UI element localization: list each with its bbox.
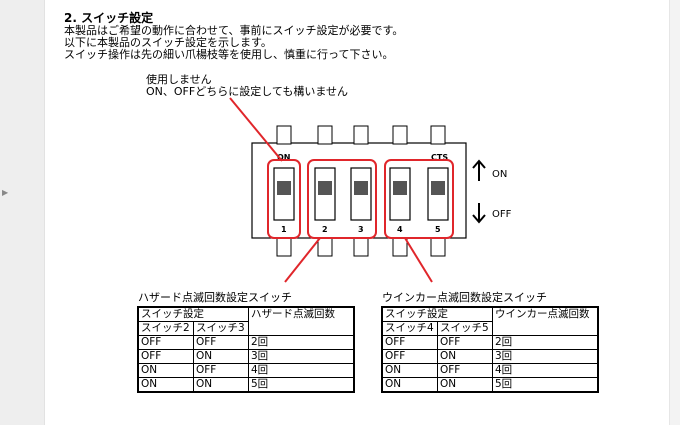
winker-table: スイッチ設定 ウインカー点滅回数 スイッチ4 スイッチ5 OFF OFF 2回 … <box>381 306 599 393</box>
intro-line-3: スイッチ操作は先の細い爪楊枝等を使用し、慎重に行って下さい。 <box>64 48 394 61</box>
table-row: ON OFF 4回 <box>137 363 355 378</box>
winker-col-switch4: スイッチ4 <box>381 321 438 336</box>
cell: ON <box>437 349 493 364</box>
on-label: ON <box>492 169 507 180</box>
hazard-caption: ハザード点滅回数設定スイッチ <box>138 291 292 304</box>
hazard-col-switch2: スイッチ2 <box>137 321 194 336</box>
cell: ON <box>193 377 249 393</box>
cell: ON <box>437 377 493 393</box>
hazard-table: スイッチ設定 ハザード点滅回数 スイッチ2 スイッチ3 OFF OFF 2回 O… <box>137 306 355 393</box>
winker-col-switch5: スイッチ5 <box>437 321 493 336</box>
switch-number-4: 4 <box>397 225 403 234</box>
switch-number-5: 5 <box>435 225 441 234</box>
section-heading: 2. スイッチ設定 <box>64 11 154 25</box>
leader-line-winker <box>404 237 433 283</box>
cell: 3回 <box>492 349 599 364</box>
cell: 4回 <box>492 363 599 378</box>
table-row: OFF ON 3回 <box>381 349 599 364</box>
cell: 4回 <box>248 363 355 378</box>
hazard-header-count: ハザード点滅回数 <box>248 306 355 336</box>
slider-5 <box>427 167 449 221</box>
cell: OFF <box>437 363 493 378</box>
cell: OFF <box>193 363 249 378</box>
winker-caption: ウインカー点滅回数設定スイッチ <box>382 291 547 304</box>
cell: 2回 <box>248 335 355 350</box>
cell: OFF <box>437 335 493 350</box>
off-label: OFF <box>492 209 512 220</box>
highlight-switches-2-3 <box>307 159 377 239</box>
table-row: OFF ON 3回 <box>137 349 355 364</box>
table-row: OFF OFF 2回 <box>137 335 355 350</box>
cell: OFF <box>193 335 249 350</box>
cell: ON <box>381 363 438 378</box>
on-marking: ON <box>277 153 291 162</box>
cell: OFF <box>137 349 194 364</box>
cell: 3回 <box>248 349 355 364</box>
cell: 5回 <box>492 377 599 393</box>
top-pins <box>276 125 446 145</box>
highlight-switches-4-5 <box>384 159 454 239</box>
scrollbar[interactable] <box>669 0 680 425</box>
cell: 2回 <box>492 335 599 350</box>
hazard-col-switch3: スイッチ3 <box>193 321 249 336</box>
highlight-switch-1 <box>267 159 301 239</box>
brand-marking: CTS <box>431 153 448 162</box>
cell: OFF <box>381 349 438 364</box>
caret-right-icon[interactable]: ▶ <box>2 188 9 197</box>
slider-2 <box>314 167 336 221</box>
intro-line-2: 以下に本製品のスイッチ設定を示します。 <box>64 36 272 49</box>
arrow-up-icon <box>472 159 486 181</box>
intro-line-1: 本製品はご希望の動作に合わせて、事前にスイッチ設定が必要です。 <box>64 24 404 37</box>
cell: OFF <box>381 335 438 350</box>
cell: ON <box>137 363 194 378</box>
bottom-pins <box>276 237 446 257</box>
switch-number-3: 3 <box>358 225 364 234</box>
leader-line-unused <box>229 97 283 162</box>
unused-note-line-1: 使用しません <box>146 73 212 86</box>
switch-number-1: 1 <box>281 225 287 234</box>
left-sidebar: ▶ <box>0 0 45 425</box>
hazard-header-setting: スイッチ設定 <box>137 306 249 322</box>
cell: ON <box>137 377 194 393</box>
arrow-down-icon <box>472 203 486 224</box>
unused-note-line-2: ON、OFFどちらに設定しても構いません <box>146 85 348 98</box>
cell: 5回 <box>248 377 355 393</box>
cell: ON <box>193 349 249 364</box>
slider-4 <box>389 167 411 221</box>
cell: ON <box>381 377 438 393</box>
table-row: ON ON 5回 <box>137 377 355 393</box>
slider-3 <box>350 167 372 221</box>
switch-number-2: 2 <box>322 225 328 234</box>
cell: OFF <box>137 335 194 350</box>
table-row: ON ON 5回 <box>381 377 599 393</box>
winker-header-setting: スイッチ設定 <box>381 306 493 322</box>
leader-line-hazard <box>284 237 321 283</box>
table-row: OFF OFF 2回 <box>381 335 599 350</box>
slider-1 <box>273 167 295 221</box>
table-row: ON OFF 4回 <box>381 363 599 378</box>
winker-header-count: ウインカー点滅回数 <box>492 306 599 336</box>
